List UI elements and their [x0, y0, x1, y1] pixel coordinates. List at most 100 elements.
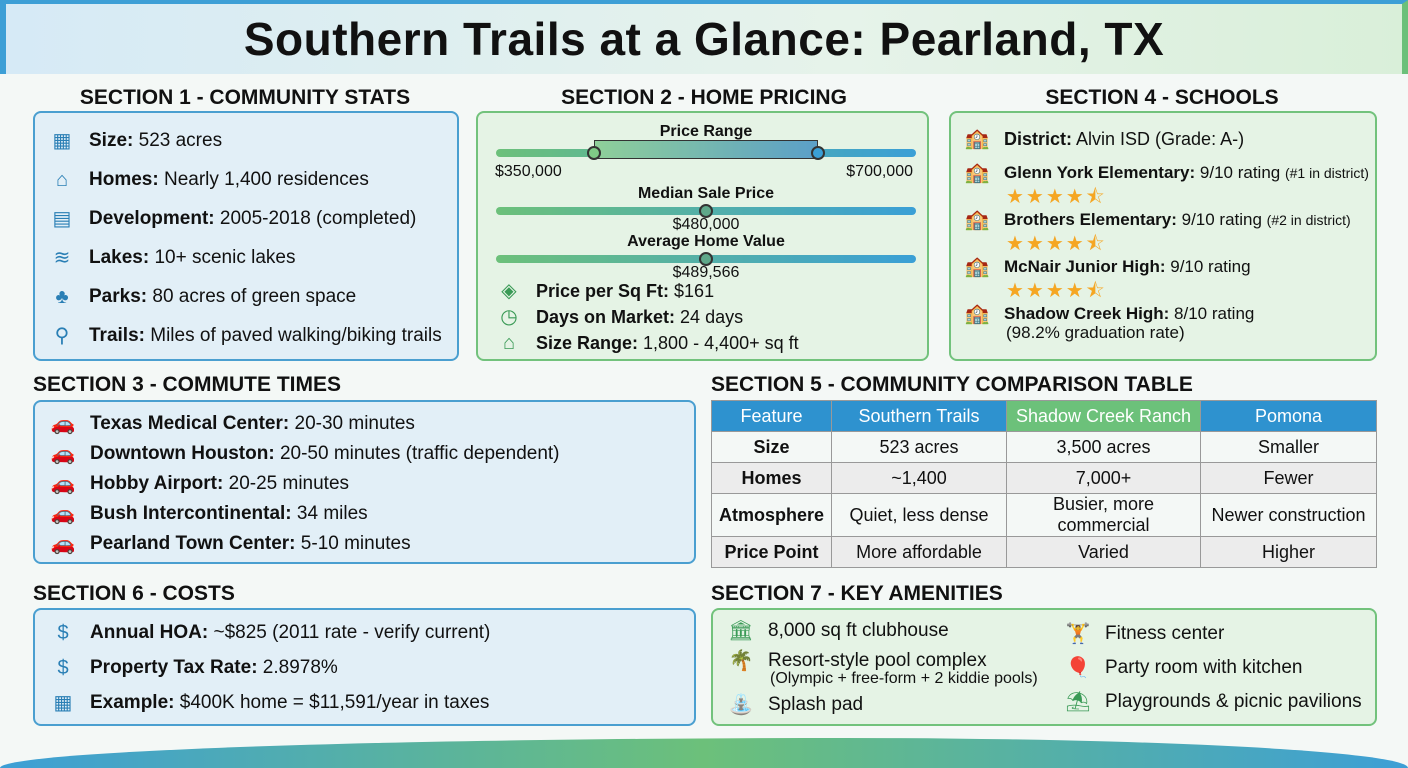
- section3-heading: SECTION 3 - COMMUTE TIMES: [33, 373, 342, 396]
- stat-item-value: 2005-2018 (completed): [214, 208, 417, 229]
- table-cell: Fewer: [1200, 462, 1377, 494]
- playground-icon: ⛱: [1065, 691, 1091, 713]
- stat-item: ⌂Homes: Nearly 1,400 residences: [47, 167, 369, 193]
- stat-item-label: Lakes:: [89, 247, 150, 268]
- amenity-item-value: 8,000 sq ft clubhouse: [768, 620, 949, 641]
- stat-item-label: Size:: [89, 130, 134, 151]
- commute-item-value: 20-50 minutes (traffic dependent): [274, 443, 560, 464]
- school-item-label: Brothers Elementary:: [1004, 210, 1177, 229]
- costs-box: [33, 608, 696, 726]
- school-icon: 🏫: [964, 256, 990, 278]
- school-item-label: Shadow Creek High:: [1004, 304, 1170, 323]
- party-icon: 🎈: [1065, 657, 1091, 679]
- size-icon: ⌂: [502, 332, 516, 354]
- cost-item-label: Annual HOA:: [90, 622, 209, 643]
- pricing-item-value: 24 days: [675, 306, 744, 327]
- table-cell: Smaller: [1200, 431, 1377, 463]
- median-knob: [699, 204, 713, 218]
- table-cell: 3,500 acres: [1006, 431, 1201, 463]
- school-note: (98.2% graduation rate): [1006, 323, 1185, 342]
- commute-item-label: Downtown Houston:: [90, 443, 275, 464]
- commute-item: 🚗 Hobby Airport: 20-25 minutes: [48, 471, 349, 497]
- lake-icon: ≋: [53, 247, 71, 269]
- splash-pad-icon: ⛲: [728, 694, 754, 716]
- amenity-item-value: Playgrounds & picnic pavilions: [1105, 691, 1362, 712]
- footer-wave: [0, 738, 1408, 768]
- car-clock-icon: 🚗: [50, 443, 76, 465]
- price-range-high-knob: [811, 146, 825, 160]
- page-title: Southern Trails at a Glance: Pearland, T…: [243, 13, 1165, 65]
- school-note: (#2 in district): [1266, 212, 1351, 228]
- home-pricing-box: Price Range $350,000 $700,000 Median Sal…: [476, 111, 929, 361]
- car-clock-icon: 🚗: [50, 533, 76, 555]
- price-range-max: $700,000: [846, 163, 913, 180]
- pool-note: (Olympic + free-form + 2 kiddie pools): [770, 670, 1038, 687]
- stat-item-value: 80 acres of green space: [147, 286, 357, 307]
- commute-item: 🚗Texas Medical Center: 20-30 minutes: [48, 411, 415, 437]
- table-cell: Varied: [1006, 536, 1201, 568]
- school-item-value: 9/10 rating: [1176, 210, 1267, 229]
- table-header: Feature Southern Trails Shadow Creek Ran…: [711, 400, 1377, 432]
- price-range-title: Price Range: [659, 123, 753, 140]
- section6-heading: SECTION 6 - COSTS: [33, 582, 235, 605]
- commute-item-label: Hobby Airport:: [90, 473, 224, 494]
- median-title: Median Sale Price: [637, 185, 775, 202]
- amenities-box: [711, 608, 1377, 726]
- commute-item-label: Bush Intercontinental:: [90, 503, 292, 524]
- commute-item-value: 20-30 minutes: [289, 413, 415, 434]
- table-cell: Atmosphere: [711, 493, 832, 537]
- stat-item-label: Development:: [89, 208, 215, 229]
- amenity-item: 🌴Resort-style pool complex(Olympic + fre…: [726, 648, 1038, 687]
- amenity-item: ⛱ Playgrounds & picnic pavilions: [1063, 689, 1362, 715]
- pricing-item-label: Price per Sq Ft:: [536, 280, 670, 301]
- col-pomona: Pomona: [1200, 400, 1377, 432]
- average-track: [496, 252, 916, 266]
- price-tag-icon: ◈: [501, 280, 517, 302]
- pricing-item: ⌂Size Range: 1,800 - 4,400+ sq ft: [494, 330, 799, 356]
- table-cell: Price Point: [711, 536, 832, 568]
- school-icon: 🏫: [964, 303, 990, 325]
- price-range-track: [496, 140, 916, 160]
- amenity-item: 🎈Party room with kitchen: [1063, 655, 1303, 681]
- commute-item-value: 20-25 minutes: [223, 473, 350, 494]
- stat-item-value: Miles of paved walking/biking trails: [144, 325, 442, 346]
- school-note: (#1 in district): [1284, 165, 1369, 181]
- section1-heading: SECTION 1 - COMMUNITY STATS: [79, 86, 411, 109]
- price-range-min: $350,000: [495, 163, 562, 180]
- table-cell: Homes: [711, 462, 832, 494]
- stat-item-value: Nearly 1,400 residences: [158, 169, 369, 190]
- clubhouse-icon: 🏛: [728, 620, 754, 642]
- tree-icon: ♣: [55, 286, 69, 308]
- average-knob: [699, 252, 713, 266]
- stat-item: ▤ Development: 2005-2018 (completed): [47, 206, 417, 232]
- commute-box: [33, 400, 696, 564]
- school-item-label: Glenn York Elementary:: [1004, 163, 1196, 182]
- coins-icon: $: [57, 622, 69, 644]
- car-clock-icon: 🚗: [50, 503, 76, 525]
- amenity-item: 🏋Fitness center: [1063, 621, 1225, 647]
- table-cell: Higher: [1200, 536, 1377, 568]
- section4-heading: SECTION 4 - SCHOOLS: [1045, 86, 1279, 109]
- rating-stars: ★★★★⯪: [1006, 280, 1107, 302]
- school-item: 🏫Glenn York Elementary: 9/10 rating (#1 …: [962, 160, 1369, 186]
- rating-stars: ★★★★⯪: [1006, 186, 1107, 208]
- schools-box: [949, 111, 1377, 361]
- commute-item: 🚗Bush Intercontinental: 34 miles: [48, 501, 368, 527]
- median-value: $480,000: [672, 216, 740, 233]
- price-range-band: [594, 140, 818, 159]
- stat-item: ≋Lakes: 10+ scenic lakes: [47, 245, 296, 271]
- title-banner: Southern Trails at a Glance: Pearland, T…: [0, 0, 1408, 74]
- car-clock-icon: 🚗: [50, 473, 76, 495]
- cost-item-label: Property Tax Rate:: [90, 657, 258, 678]
- car-clock-icon: 🚗: [50, 413, 76, 435]
- section2-heading: SECTION 2 - HOME PRICING: [561, 86, 847, 109]
- school-icon: 🏫: [964, 128, 990, 150]
- calendar-icon: ▤: [52, 208, 72, 230]
- school-item: 🏫Brothers Elementary: 9/10 rating (#2 in…: [962, 207, 1351, 233]
- price-range-low-knob: [587, 146, 601, 160]
- cost-item: $Property Tax Rate: 2.8978%: [48, 655, 337, 681]
- stat-item-label: Homes:: [89, 169, 159, 190]
